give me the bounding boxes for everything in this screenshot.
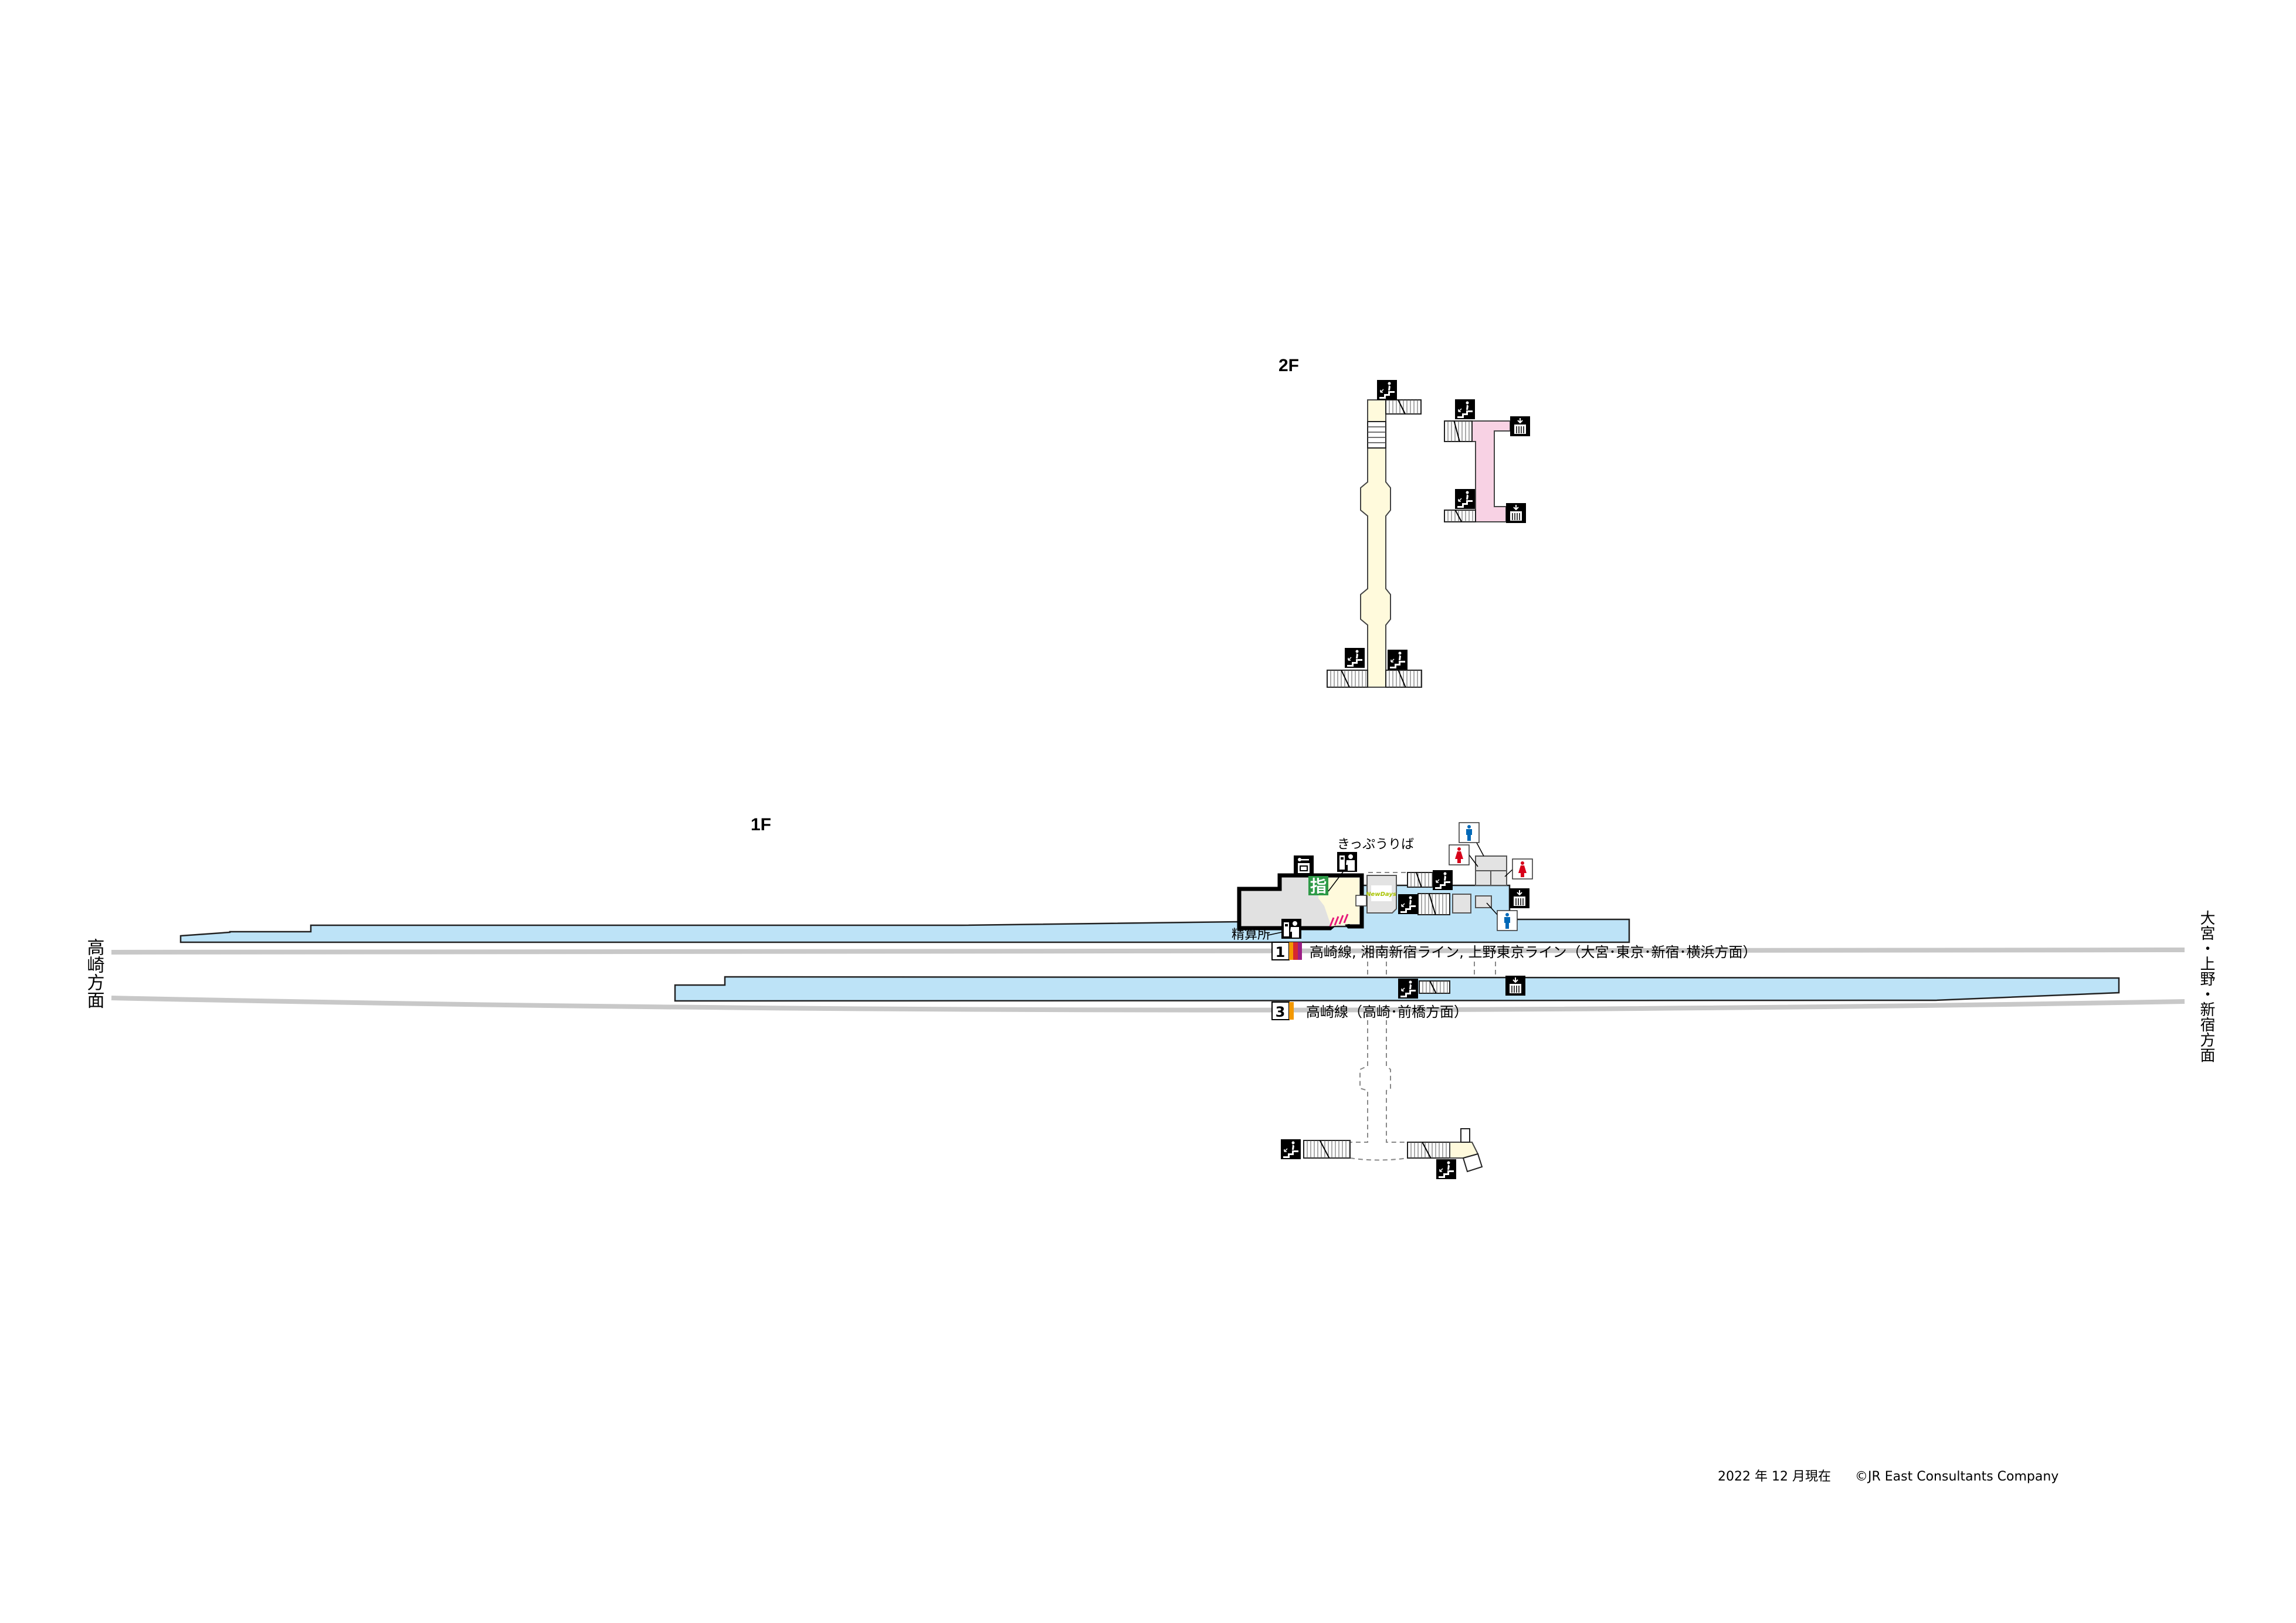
toilet-male-icon bbox=[1497, 910, 1518, 931]
toilet-female-icon bbox=[1449, 844, 1470, 865]
platform-3 bbox=[674, 976, 2120, 1002]
fare-adjustment-label: 精算所 bbox=[1232, 928, 1270, 942]
footer-date: 2022 年 12 月現在 bbox=[1718, 1469, 1831, 1484]
line-color bbox=[1289, 1002, 1294, 1020]
track-3 bbox=[111, 996, 2185, 1013]
stairs-underpass-right bbox=[1407, 1142, 1450, 1159]
elevator-icon bbox=[1510, 888, 1529, 908]
newdays-logo: NewDays bbox=[1366, 891, 1396, 898]
track-1 bbox=[111, 948, 2185, 955]
stairs-1f-concourse-upper bbox=[1407, 872, 1433, 888]
stairs-icon bbox=[1281, 1139, 1301, 1159]
line-color bbox=[1293, 942, 1298, 960]
stair-block-2f bbox=[1367, 421, 1386, 449]
ticket-machine-icon bbox=[1337, 852, 1357, 872]
toilet-male-icon bbox=[1459, 822, 1480, 843]
stairs-passage-top bbox=[1444, 420, 1473, 442]
platform-number: 3 bbox=[1276, 1004, 1286, 1020]
stairs-icon bbox=[1377, 380, 1397, 400]
stairs-icon bbox=[1455, 489, 1475, 509]
concourse-2f bbox=[1327, 399, 1422, 688]
svg-text:指: 指 bbox=[1310, 877, 1327, 896]
stairs-1f-concourse-lower bbox=[1417, 893, 1450, 915]
stairs-icon bbox=[1388, 650, 1408, 670]
fare-adjustment-machine-icon bbox=[1281, 919, 1301, 939]
stairs-2f-bottom-left bbox=[1327, 670, 1368, 688]
reserved-seat-office: 指 bbox=[1308, 876, 1328, 896]
platform-number: 1 bbox=[1276, 944, 1286, 960]
line-color bbox=[1289, 942, 1293, 960]
platform-description: 高崎線, 湘南新宿ライン, 上野東京ライン（大宮･東京･新宿･横浜方面） bbox=[1310, 944, 1757, 960]
stairs-underpass-left bbox=[1303, 1140, 1351, 1159]
stairs-2f-top bbox=[1385, 399, 1422, 415]
underpass bbox=[1303, 962, 1496, 1173]
toilets bbox=[1475, 855, 1507, 886]
line-color bbox=[1298, 942, 1302, 960]
coin-locker-icon bbox=[1294, 855, 1314, 875]
floor-label-1f: 1F bbox=[751, 815, 771, 834]
stairs-icon bbox=[1436, 1159, 1456, 1179]
stairs-platform-3 bbox=[1419, 980, 1450, 994]
floor-label-2f: 2F bbox=[1278, 356, 1299, 375]
platform-description: 高崎線（高崎･前橋方面） bbox=[1306, 1004, 1468, 1020]
gate-hatch bbox=[1329, 914, 1349, 927]
direction-east: 大宮・上野・新宿方面 bbox=[2197, 910, 2215, 1062]
elevator-icon bbox=[1506, 503, 1526, 523]
stairs-icon bbox=[1345, 648, 1365, 668]
elevator-icon bbox=[1510, 416, 1530, 436]
stairs-icon bbox=[1433, 870, 1453, 890]
elevator-icon bbox=[1505, 976, 1525, 996]
stairs-passage-bottom bbox=[1444, 510, 1476, 522]
direction-west: 高崎方面 bbox=[84, 938, 104, 1009]
toilet-female-icon bbox=[1512, 858, 1533, 880]
station-office bbox=[1237, 873, 1364, 931]
stairs-2f-bottom-right bbox=[1385, 670, 1422, 688]
platform-label-3: 3 高崎線（高崎･前橋方面） bbox=[1271, 1001, 1468, 1020]
stairs-icon bbox=[1398, 894, 1418, 914]
ticket-office-label: きっぷうりば bbox=[1337, 837, 1414, 852]
stairs-icon bbox=[1398, 979, 1418, 999]
free-passage-2f bbox=[1444, 420, 1511, 522]
stairs-icon bbox=[1455, 399, 1475, 419]
footer-copyright: ©JR East Consultants Company bbox=[1855, 1469, 2058, 1484]
newdays-shop[interactable]: NewDays bbox=[1366, 875, 1397, 914]
platform-label-1: 1 高崎線, 湘南新宿ライン, 上野東京ライン（大宮･東京･新宿･横浜方面） bbox=[1271, 942, 1757, 960]
